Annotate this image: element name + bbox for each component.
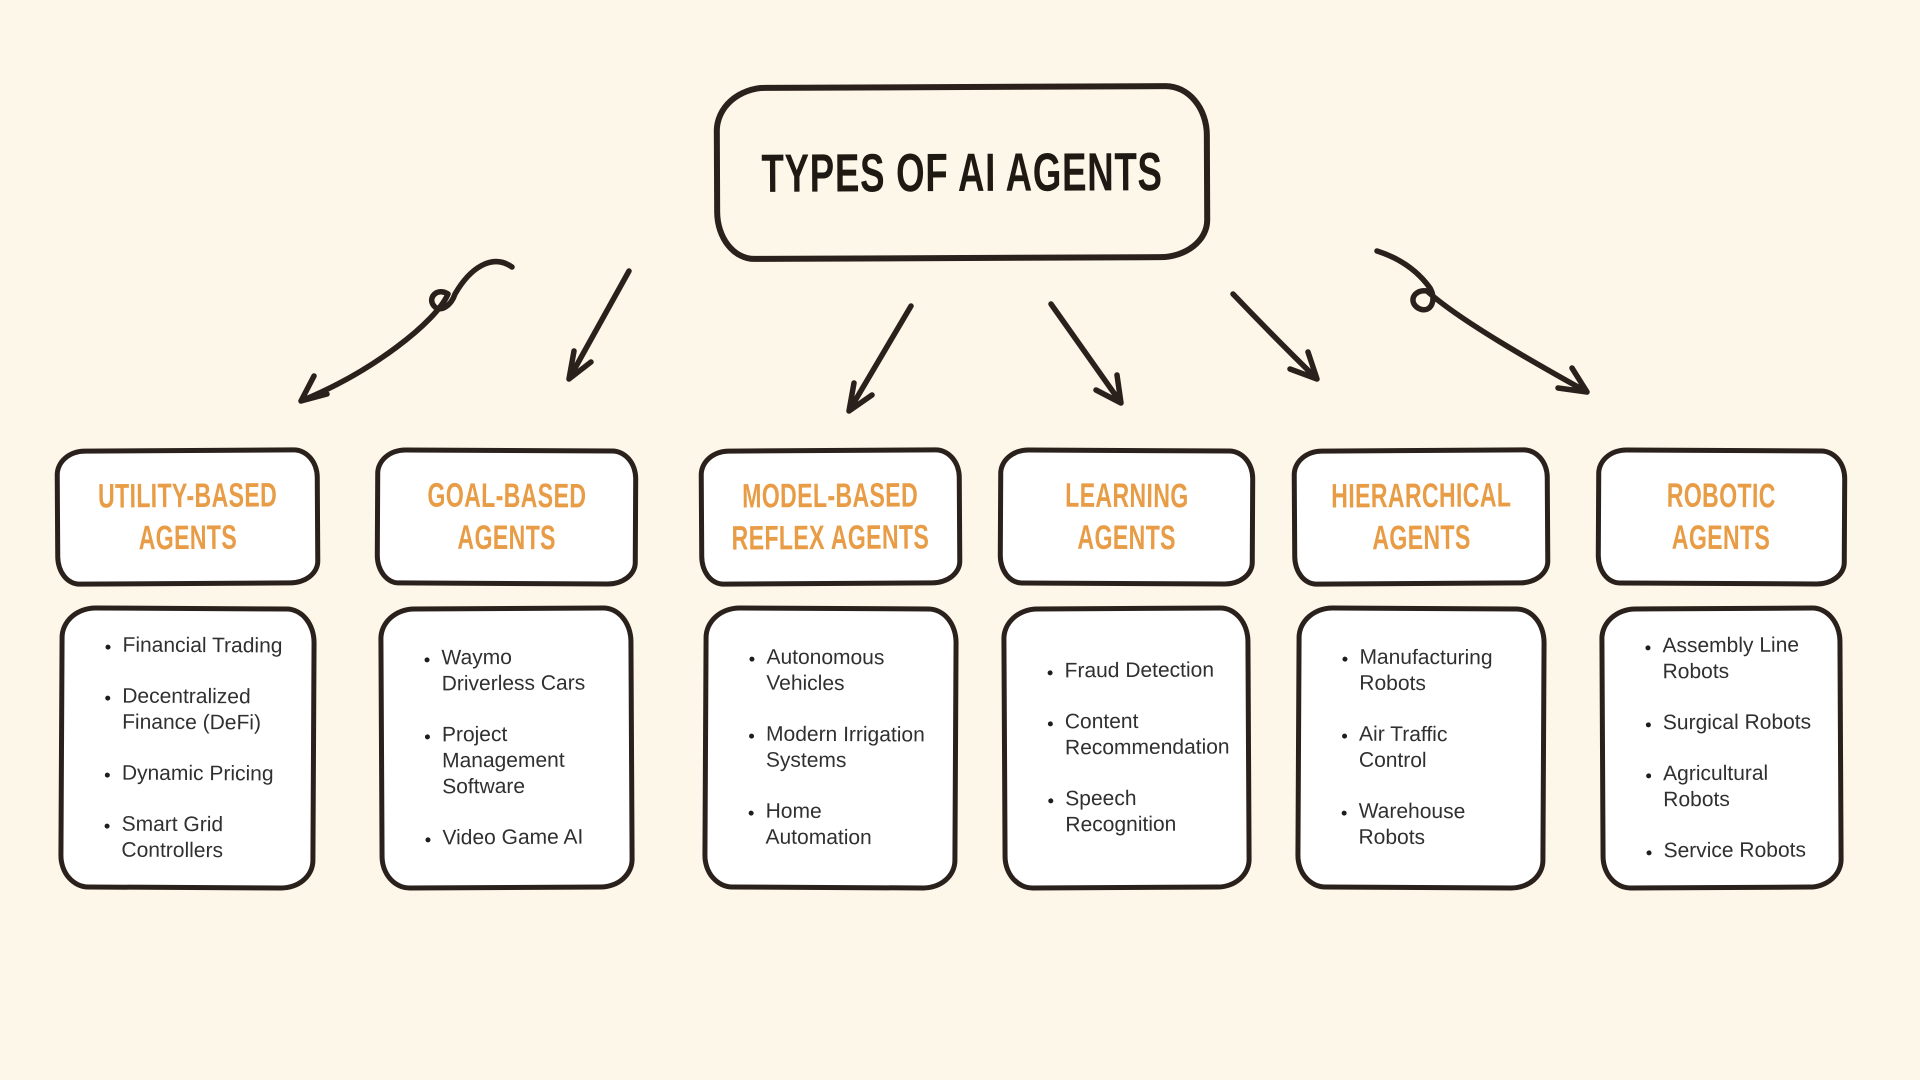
list-item: Air Traffic Control bbox=[1359, 722, 1531, 775]
curled-arrow-left-icon bbox=[298, 258, 515, 404]
category-title-line: LEARNING bbox=[1064, 476, 1189, 516]
list-item: Manufacturing Robots bbox=[1359, 645, 1531, 698]
list-item: Agricultural Robots bbox=[1663, 760, 1828, 813]
category-heading-box: MODEL-BASED REFLEX AGENTS bbox=[698, 447, 963, 587]
list-item: Autonomous Vehicles bbox=[766, 645, 943, 698]
list-item: Video Game AI bbox=[442, 824, 619, 851]
column-robotic-agents: ROBOTIC AGENTS Assembly Line Robots Surg… bbox=[1595, 447, 1848, 891]
examples-list: Waymo Driverless Cars Project Management… bbox=[383, 644, 629, 851]
category-heading-box: LEARNING AGENTS bbox=[997, 447, 1256, 587]
category-title-line: HIERARCHICAL bbox=[1330, 476, 1512, 516]
list-item: Surgical Robots bbox=[1663, 709, 1828, 736]
category-title-line: ROBOTIC bbox=[1667, 476, 1777, 516]
category-title-line: REFLEX AGENTS bbox=[731, 518, 930, 558]
straight-arrow-icon bbox=[566, 268, 632, 382]
category-title: HIERARCHICAL AGENTS bbox=[1331, 474, 1512, 559]
straight-arrow-icon bbox=[846, 303, 914, 414]
category-title-line: AGENTS bbox=[1672, 518, 1771, 558]
list-item: Dynamic Pricing bbox=[122, 760, 301, 787]
category-title-line: AGENTS bbox=[1077, 518, 1176, 558]
category-heading-box: HIERARCHICAL AGENTS bbox=[1291, 447, 1551, 587]
column-hierarchical-agents: HIERARCHICAL AGENTS Manufacturing Robots… bbox=[1291, 447, 1551, 891]
title-box: TYPES OF AI AGENTS bbox=[713, 82, 1211, 263]
category-title-line: AGENTS bbox=[138, 518, 237, 558]
list-item: Content Recommendation bbox=[1065, 708, 1236, 761]
column-utility-based-agents: UTILITY-BASED AGENTS Financial Trading D… bbox=[54, 447, 321, 891]
list-item: Service Robots bbox=[1663, 837, 1828, 864]
category-title-line: UTILITY-BASED bbox=[97, 476, 278, 516]
curved-arrow-icon bbox=[1230, 291, 1320, 382]
examples-box: Assembly Line Robots Surgical Robots Agr… bbox=[1599, 605, 1844, 891]
examples-box: Fraud Detection Content Recommendation S… bbox=[1001, 605, 1252, 891]
list-item: Assembly Line Robots bbox=[1662, 632, 1827, 685]
list-item: Speech Recognition bbox=[1065, 785, 1236, 838]
category-title: UTILITY-BASED AGENTS bbox=[98, 474, 278, 559]
examples-box: Autonomous Vehicles Modern Irrigation Sy… bbox=[702, 605, 959, 891]
column-learning-agents: LEARNING AGENTS Fraud Detection Content … bbox=[997, 447, 1256, 891]
list-item: Modern Irrigation Systems bbox=[766, 722, 943, 775]
list-item: Home Automation bbox=[765, 799, 942, 852]
category-heading-box: UTILITY-BASED AGENTS bbox=[54, 447, 321, 587]
category-title: ROBOTIC AGENTS bbox=[1667, 475, 1776, 560]
examples-list: Financial Trading Decentralized Finance … bbox=[63, 632, 311, 864]
examples-list: Autonomous Vehicles Modern Irrigation Sy… bbox=[707, 644, 953, 851]
examples-list: Fraud Detection Content Recommendation S… bbox=[1007, 657, 1247, 838]
examples-box: Waymo Driverless Cars Project Management… bbox=[378, 605, 635, 891]
page-title: TYPES OF AI AGENTS bbox=[761, 141, 1163, 204]
list-item: Warehouse Robots bbox=[1358, 799, 1530, 852]
column-goal-based-agents: GOAL-BASED AGENTS Waymo Driverless Cars … bbox=[374, 447, 639, 891]
column-model-based-reflex-agents: MODEL-BASED REFLEX AGENTS Autonomous Veh… bbox=[698, 447, 963, 891]
list-item: Fraud Detection bbox=[1065, 657, 1236, 684]
category-title-line: AGENTS bbox=[457, 518, 556, 558]
list-item: Smart Grid Controllers bbox=[121, 811, 300, 864]
list-item: Financial Trading bbox=[122, 632, 301, 659]
curled-arrow-right-icon bbox=[1374, 248, 1590, 395]
category-title-line: GOAL-BASED bbox=[427, 476, 587, 516]
examples-box: Manufacturing Robots Air Traffic Control… bbox=[1295, 605, 1547, 891]
examples-box: Financial Trading Decentralized Finance … bbox=[58, 605, 317, 891]
list-item: Project Management Software bbox=[442, 721, 619, 800]
category-title-line: AGENTS bbox=[1371, 518, 1471, 558]
category-title: LEARNING AGENTS bbox=[1065, 475, 1189, 560]
examples-list: Manufacturing Robots Air Traffic Control… bbox=[1300, 644, 1541, 851]
category-heading-box: GOAL-BASED AGENTS bbox=[374, 447, 639, 587]
list-item: Waymo Driverless Cars bbox=[441, 644, 618, 697]
straight-arrow-icon bbox=[1048, 301, 1124, 406]
examples-list: Assembly Line Robots Surgical Robots Agr… bbox=[1604, 632, 1838, 864]
category-heading-box: ROBOTIC AGENTS bbox=[1595, 447, 1848, 587]
category-title: MODEL-BASED REFLEX AGENTS bbox=[731, 474, 930, 559]
list-item: Decentralized Finance (DeFi) bbox=[122, 683, 301, 736]
category-title: GOAL-BASED AGENTS bbox=[427, 475, 586, 560]
category-title-line: MODEL-BASED bbox=[742, 476, 919, 516]
